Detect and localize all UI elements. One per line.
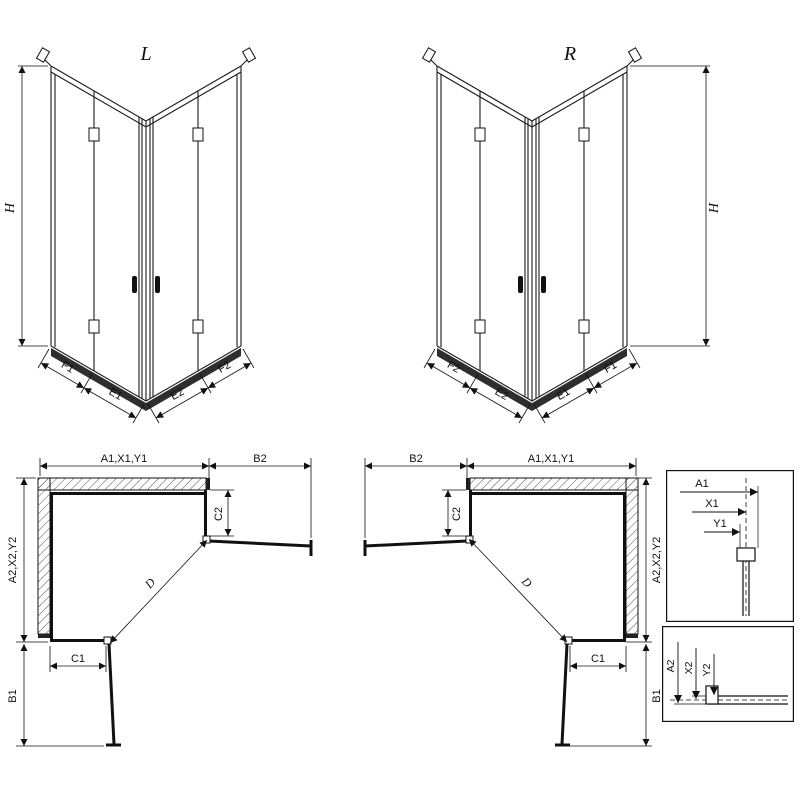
detail-border (662, 626, 795, 723)
dim-b2-label: B2 (409, 453, 422, 465)
dim-bottom-left (37, 348, 145, 424)
dim-a2x2y2-label: A2,X2,Y2 (7, 537, 19, 583)
open-doors (106, 539, 313, 747)
wall-end-profiles (38, 478, 210, 638)
dim-h-label: H (3, 202, 18, 214)
dim-e2-label: E2 (169, 386, 187, 403)
hinges (474, 127, 590, 334)
dim-bottom-right (147, 348, 255, 424)
view-label-l: L (139, 43, 151, 65)
wall-brackets (35, 47, 257, 67)
wall-end-profiles (466, 478, 638, 638)
dim-a1x1y1-label: A1,X1,Y1 (528, 453, 574, 465)
dim-a2x2y2-label: A2,X2,Y2 (651, 537, 663, 583)
door-handles (518, 276, 546, 293)
detail-y2-label: Y2 (701, 663, 713, 676)
open-doors (363, 539, 570, 747)
dim-f1-label: F1 (59, 359, 76, 376)
dim-b1-label: B1 (651, 689, 663, 702)
detail-top-profile: A1 X1 Y1 (666, 470, 795, 623)
iso-view-left: L H F1 E1 E2 F2 (3, 43, 257, 424)
glass-panels (50, 490, 207, 642)
dim-c2-label: C2 (213, 507, 225, 521)
dim-a1x1y1-label: A1,X1,Y1 (101, 453, 147, 465)
dim-d-label: D (141, 575, 158, 592)
dim-height (18, 65, 48, 347)
dim-f2-label: F2 (216, 359, 233, 376)
plan-view-left: A1,X1,Y1 B2 A2,X2,Y2 C2 C1 B1 D (7, 453, 313, 747)
detail-x1-label: X1 (705, 498, 718, 510)
dim-bottom-right (533, 348, 641, 424)
profile-drawing (680, 478, 759, 616)
profile-drawing (670, 642, 788, 705)
dim-h-label: H (707, 202, 722, 214)
dim-c1-label: C1 (591, 653, 605, 665)
walls (469, 477, 639, 635)
dim-e1-label: E1 (555, 386, 573, 403)
dim-e1-label: E1 (107, 386, 125, 403)
detail-bottom-profile: A2 X2 Y2 (662, 626, 795, 723)
view-label-r: R (563, 43, 576, 65)
walls (37, 477, 207, 635)
wall-brackets (421, 47, 643, 67)
dim-f2-label: F2 (445, 359, 462, 376)
enclosure-frame (436, 65, 628, 402)
dim-b1-label: B1 (7, 689, 19, 702)
dim-f1-label: F1 (602, 359, 619, 376)
dimension-lines (16, 458, 312, 747)
door-handles (132, 276, 160, 293)
detail-a2-label: A2 (665, 659, 677, 672)
dim-e2-label: E2 (493, 386, 511, 403)
enclosure-frame (50, 65, 242, 402)
hinges (88, 127, 204, 334)
glass-panels (469, 490, 626, 642)
detail-a1-label: A1 (695, 478, 708, 490)
plan-view-right: B2 A1,X1,Y1 A2,X2,Y2 C2 C1 B1 D (363, 453, 663, 747)
dim-c1-label: C1 (71, 653, 85, 665)
dim-b2-label: B2 (253, 453, 266, 465)
dim-d-label: D (518, 574, 535, 591)
detail-y1-label: Y1 (713, 518, 726, 530)
dim-c2-label: C2 (451, 507, 463, 521)
dim-bottom-left (423, 348, 531, 424)
door-hinges (103, 535, 211, 645)
iso-view-right: R H F2 E2 E1 F1 (421, 43, 722, 424)
dimension-lines (364, 458, 652, 747)
detail-x2-label: X2 (683, 661, 695, 674)
dim-height (630, 65, 710, 347)
detail-border (666, 470, 795, 623)
